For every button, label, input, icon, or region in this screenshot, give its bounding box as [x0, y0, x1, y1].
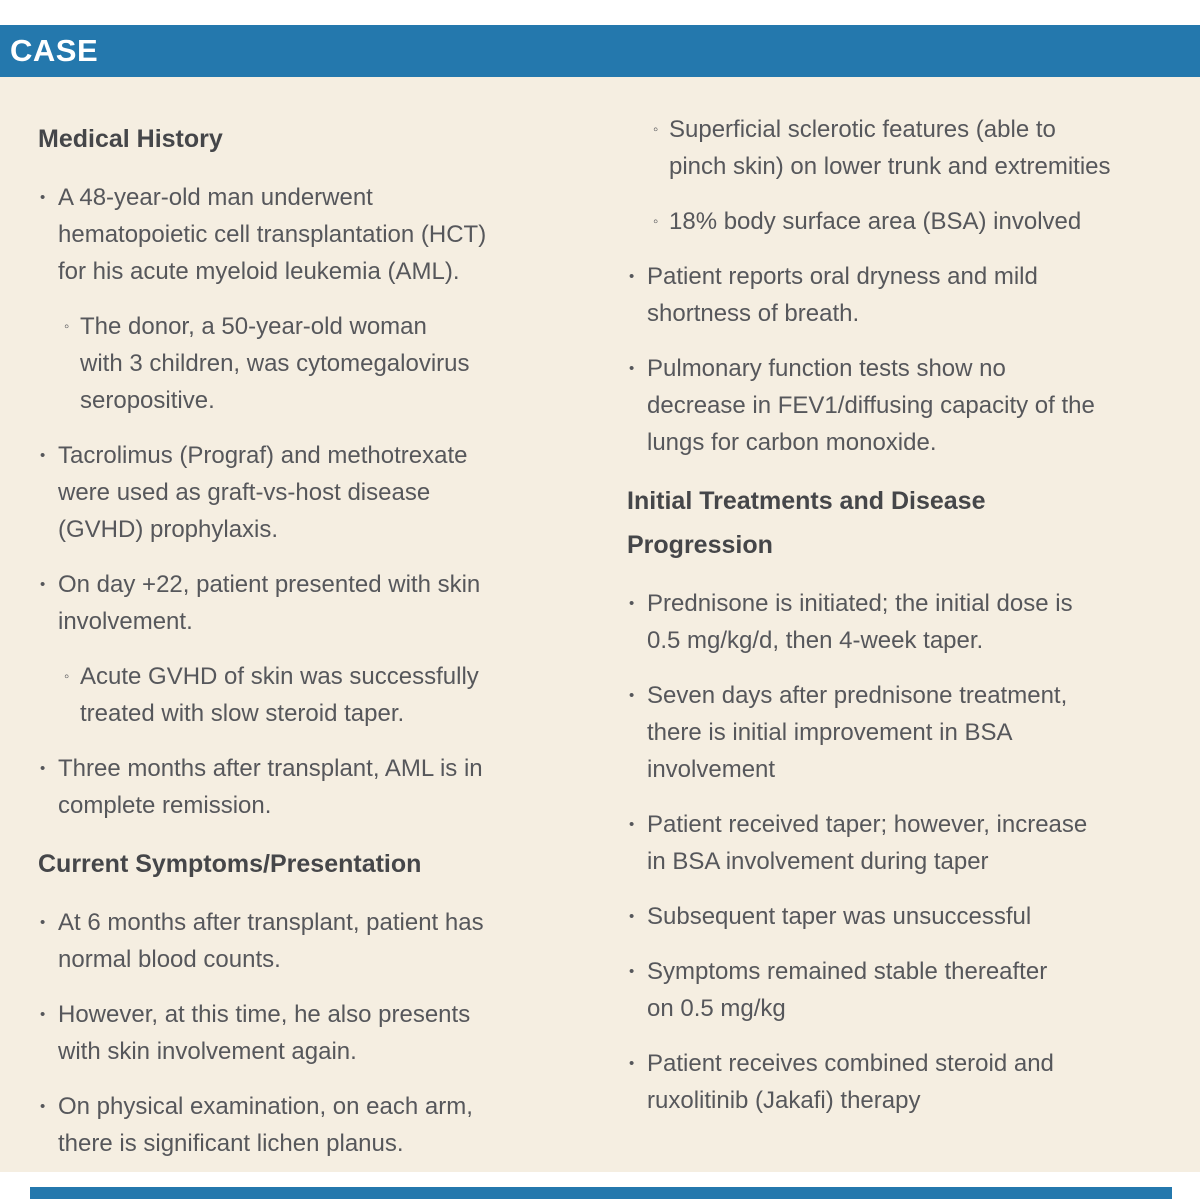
- bullet-item: • Patient receives combined steroid and r…: [627, 1045, 1175, 1119]
- section-heading: Initial Treatments and Disease Progressi…: [627, 479, 1175, 567]
- bullet-text: Superficial sclerotic features (able to …: [669, 116, 1111, 180]
- bullet-icon: •: [40, 189, 46, 206]
- bullet-icon: •: [629, 360, 635, 377]
- bullet-text: Symptoms remained stable thereafter on 0…: [647, 958, 1048, 1022]
- bullet-text: The donor, a 50-year-old woman with 3 ch…: [80, 313, 470, 414]
- section-heading-text: Initial Treatments and Disease Progressi…: [627, 487, 986, 559]
- bullet-item: • A 48-year-old man underwent hematopoiet…: [38, 179, 590, 290]
- bullet-icon: •: [629, 268, 635, 285]
- bullet-item: • Seven days after prednisone treatment, …: [627, 677, 1175, 788]
- circle-bullet-icon: ◦: [64, 318, 70, 335]
- bullet-item: • At 6 months after transplant, patient h…: [38, 904, 590, 978]
- bullet-text: Acute GVHD of skin was successfully trea…: [80, 663, 479, 727]
- bullet-icon: •: [40, 914, 46, 931]
- bullet-text: Three months after transplant, AML is in…: [58, 755, 483, 819]
- circle-bullet-icon: ◦: [653, 121, 659, 138]
- bullet-item: • Prednisone is initiated; the initial do…: [627, 585, 1175, 659]
- section-heading: Current Symptoms/Presentation: [38, 842, 590, 886]
- bullet-text: However, at this time, he also presents …: [58, 1001, 471, 1065]
- bullet-text: Patient reports oral dryness and mild sh…: [647, 263, 1038, 327]
- bullet-icon: •: [629, 687, 635, 704]
- case-content-area: Medical History • A 48-year-old man underw…: [0, 77, 1200, 1172]
- case-banner-title: CASE: [10, 33, 99, 68]
- sub-bullet-item: ◦ 18% body surface area (BSA) involved: [627, 203, 1175, 240]
- bullet-icon: •: [629, 816, 635, 833]
- section-heading: Medical History: [38, 117, 590, 161]
- right-column: ◦ Superficial sclerotic features (able to…: [627, 111, 1175, 1137]
- left-column: Medical History • A 48-year-old man underw…: [38, 111, 590, 1180]
- bullet-item: • Tacrolimus (Prograf) and methotrexate w…: [38, 437, 590, 548]
- bullet-text: Patient received taper; however, increas…: [647, 811, 1088, 875]
- bullet-icon: •: [40, 760, 46, 777]
- bullet-item: • Patient reports oral dryness and mild s…: [627, 258, 1175, 332]
- bullet-text: Pulmonary function tests show no decreas…: [647, 355, 1095, 456]
- bullet-text: Patient receives combined steroid and ru…: [647, 1050, 1054, 1114]
- bullet-text: Seven days after prednisone treatment, t…: [647, 682, 1068, 783]
- bullet-text: On physical examination, on each arm, th…: [58, 1093, 473, 1157]
- bullet-item: • On physical examination, on each arm, t…: [38, 1088, 590, 1162]
- bullet-item: • Symptoms remained stable thereafter on …: [627, 953, 1175, 1027]
- bullet-icon: •: [40, 1006, 46, 1023]
- sub-bullet-item: ◦ Superficial sclerotic features (able to…: [627, 111, 1175, 185]
- section-heading-text: Current Symptoms/Presentation: [38, 850, 422, 878]
- bullet-text: Tacrolimus (Prograf) and methotrexate we…: [58, 442, 468, 543]
- bullet-text: Subsequent taper was unsuccessful: [647, 903, 1032, 930]
- bullet-item: • On day +22, patient presented with skin…: [38, 566, 590, 640]
- bullet-icon: •: [629, 1055, 635, 1072]
- bullet-text: A 48-year-old man underwent hematopoieti…: [58, 184, 487, 285]
- section-heading-text: Medical History: [38, 125, 223, 153]
- bottom-accent-bar: [30, 1187, 1172, 1199]
- bullet-text: At 6 months after transplant, patient ha…: [58, 909, 484, 973]
- circle-bullet-icon: ◦: [64, 668, 70, 685]
- bullet-icon: •: [629, 595, 635, 612]
- bullet-item: • However, at this time, he also presents…: [38, 996, 590, 1070]
- bullet-text: Prednisone is initiated; the initial dos…: [647, 590, 1073, 654]
- bullet-item: • Three months after transplant, AML is i…: [38, 750, 590, 824]
- bullet-icon: •: [40, 1098, 46, 1115]
- bullet-text: On day +22, patient presented with skin …: [58, 571, 481, 635]
- bullet-item: • Pulmonary function tests show no decrea…: [627, 350, 1175, 461]
- bullet-icon: •: [629, 908, 635, 925]
- bullet-item: • Subsequent taper was unsuccessful: [627, 898, 1175, 935]
- sub-bullet-item: ◦ Acute GVHD of skin was successfully tre…: [38, 658, 590, 732]
- bullet-icon: •: [40, 447, 46, 464]
- bullet-icon: •: [629, 963, 635, 980]
- sub-bullet-item: ◦ The donor, a 50-year-old woman with 3 c…: [38, 308, 590, 419]
- case-banner: CASE: [0, 25, 1200, 77]
- circle-bullet-icon: ◦: [653, 213, 659, 230]
- bullet-text: 18% body surface area (BSA) involved: [669, 208, 1082, 235]
- bullet-icon: •: [40, 576, 46, 593]
- bullet-item: • Patient received taper; however, increa…: [627, 806, 1175, 880]
